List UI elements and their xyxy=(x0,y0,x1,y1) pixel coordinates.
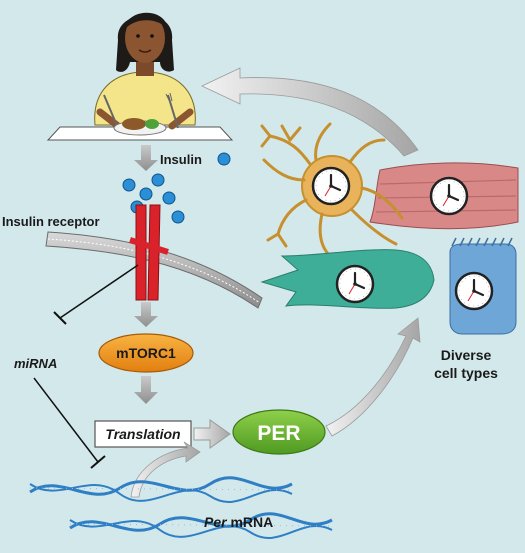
mirna-label: miRNA xyxy=(14,356,57,371)
mtorc1-node xyxy=(98,333,194,373)
inhibit-bar-mirna xyxy=(53,311,67,325)
clock-icon xyxy=(429,176,469,216)
arrow-per-to-cells xyxy=(325,317,421,437)
insulin-receptor xyxy=(129,204,169,301)
arrow-mtorc1-to-translation xyxy=(134,376,158,404)
inhibit-line-mirna-mrna xyxy=(33,377,99,463)
person-eating-illustration xyxy=(46,12,234,141)
translation-box xyxy=(94,420,192,448)
insulin-receptor-label: Insulin receptor xyxy=(2,214,100,229)
per-mrna-gene-name: Per xyxy=(204,514,228,530)
arrow-down-to-insulin xyxy=(134,145,158,171)
clock-icon xyxy=(311,166,351,206)
arrow-cells-to-person xyxy=(201,67,419,157)
insulin-legend-dot xyxy=(217,152,231,166)
inhibit-bar-mrna xyxy=(90,455,106,469)
clock-icon xyxy=(454,271,494,311)
inhibit-line-receptor-mirna xyxy=(59,264,139,319)
mtorc1-label: mTORC1 xyxy=(116,345,176,361)
diverse-cells-label-line2: cell types xyxy=(434,365,498,381)
diverse-cells-label-line1: Diverse xyxy=(441,347,492,363)
per-mrna-suffix: mRNA xyxy=(227,514,274,530)
insulin-molecules xyxy=(122,173,185,224)
per-node xyxy=(232,409,326,455)
per-label: PER xyxy=(257,422,300,445)
arrow-mrna-to-translation xyxy=(130,441,201,498)
cell-membrane xyxy=(45,231,263,309)
per-mrna-label: Per mRNA xyxy=(204,514,273,530)
arrow-receptor-to-mtorc1 xyxy=(134,302,158,327)
arrow-translation-to-per xyxy=(193,419,231,449)
per-mrna-strands xyxy=(29,476,333,539)
clock-icon xyxy=(335,264,375,304)
insulin-label: Insulin xyxy=(160,152,202,167)
translation-label: Translation xyxy=(105,426,180,442)
